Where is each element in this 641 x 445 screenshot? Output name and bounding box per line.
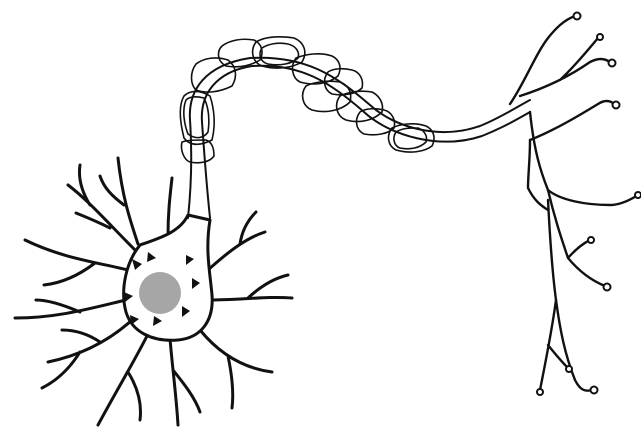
synaptic-knob bbox=[566, 366, 572, 372]
axon bbox=[188, 58, 530, 218]
terminal-branch bbox=[510, 16, 575, 104]
synaptic-knob bbox=[635, 192, 641, 198]
synaptic-knob bbox=[604, 284, 611, 291]
terminal-branch bbox=[528, 140, 548, 210]
myelin-sheath bbox=[180, 37, 434, 163]
myelin-segment bbox=[181, 140, 214, 163]
synaptic-knob bbox=[574, 13, 581, 20]
synaptic-knob bbox=[609, 60, 616, 67]
dendrite bbox=[25, 240, 128, 285]
dendrite bbox=[208, 212, 265, 270]
synaptic-knob bbox=[537, 389, 543, 395]
dendrite bbox=[42, 320, 132, 388]
dendrite bbox=[100, 158, 138, 244]
synaptic-knob bbox=[591, 387, 598, 394]
dendrite bbox=[210, 275, 292, 300]
synaptic-knob bbox=[597, 34, 603, 40]
terminal-branch bbox=[530, 101, 614, 140]
myelin-segment bbox=[184, 97, 209, 138]
dendrite bbox=[98, 334, 148, 425]
synaptic-knob bbox=[613, 102, 620, 109]
axon-terminals bbox=[510, 16, 638, 391]
dendrite bbox=[168, 178, 172, 236]
nucleus bbox=[139, 272, 181, 314]
dendrite bbox=[200, 330, 272, 408]
dendrite bbox=[15, 300, 126, 318]
myelin-segment bbox=[260, 43, 299, 65]
terminal-branch bbox=[530, 112, 638, 205]
dendrite bbox=[170, 338, 200, 425]
axon-line-inner bbox=[202, 66, 530, 218]
terminal-branch bbox=[520, 38, 610, 96]
synaptic-knob bbox=[588, 237, 594, 243]
terminal-branch bbox=[548, 200, 592, 391]
